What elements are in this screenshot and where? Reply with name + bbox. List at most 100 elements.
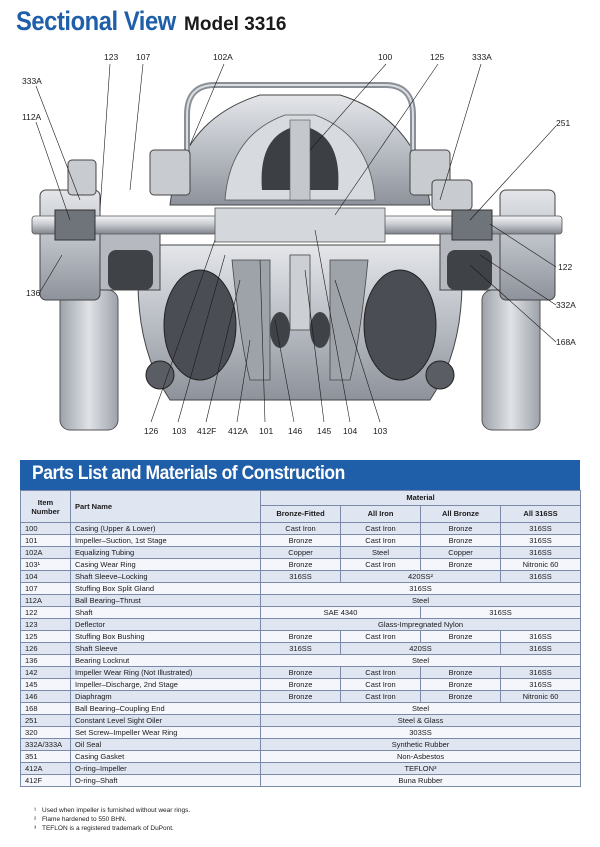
title-text: Sectional View xyxy=(16,6,176,36)
material-cell: Steel & Glass xyxy=(259,714,582,727)
material-cell: Cast Iron xyxy=(340,522,421,535)
callout-333a-top: 333A xyxy=(472,52,492,62)
part-name-cell: O-ring–Impeller xyxy=(70,762,261,775)
sectional-view-diagram: 123 107 102A 100 125 333A 333A 112A 251 … xyxy=(22,52,576,436)
callout-100: 100 xyxy=(378,52,392,62)
callout-102a: 102A xyxy=(213,52,233,62)
material-cell: Cast Iron xyxy=(340,630,421,643)
part-name-cell: Constant Level Sight Oiler xyxy=(70,714,261,727)
material-cell: SAE 4340 xyxy=(260,606,421,619)
item-number-cell: 168 xyxy=(20,702,71,715)
item-number-cell: 412F xyxy=(20,774,71,787)
part-name-cell: Shaft xyxy=(70,606,261,619)
callout-104: 104 xyxy=(343,426,357,436)
material-cell: 316SS xyxy=(419,606,582,619)
col-all-bronze: All Bronze xyxy=(420,505,501,523)
callout-112a: 112A xyxy=(22,112,42,122)
shaft xyxy=(31,207,563,243)
part-name-cell: Shaft Sleeve xyxy=(70,642,261,655)
material-cell: Cast Iron xyxy=(340,558,421,571)
part-name-cell: Impeller–Discharge, 2nd Stage xyxy=(70,678,261,691)
col-item-number: Item Number xyxy=(20,490,71,523)
part-name-cell: Shaft Sleeve–Locking xyxy=(70,570,261,583)
material-cell: Bronze xyxy=(420,690,501,703)
callout-168a: 168A xyxy=(556,337,576,347)
item-number-cell: 104 xyxy=(20,570,71,583)
material-cell: Bronze xyxy=(260,690,341,703)
material-cell: Glass-Impregnated Nylon xyxy=(259,618,582,631)
material-cell: Bronze xyxy=(420,678,501,691)
part-name-cell: Impeller Wear Ring (Not Illustrated) xyxy=(70,666,261,679)
material-cell: Steel xyxy=(259,654,582,667)
part-name-cell: Stuffing Box Bushing xyxy=(70,630,261,643)
item-number-cell: 102A xyxy=(20,546,71,559)
material-cell: Cast Iron xyxy=(260,522,341,535)
parts-table-head: Item Number Part Name Material Bronze-Fi… xyxy=(20,490,582,523)
callout-412a: 412A xyxy=(228,426,248,436)
material-cell: 316SS xyxy=(259,582,582,595)
material-cell: Cast Iron xyxy=(340,678,421,691)
part-name-cell: O-ring–Shaft xyxy=(70,774,261,787)
part-name-cell: Casing Gasket xyxy=(70,750,261,763)
material-cell: 316SS xyxy=(499,546,582,559)
item-number-cell: 320 xyxy=(20,726,71,739)
col-part-name: Part Name xyxy=(70,490,261,523)
material-cell: Synthetic Rubber xyxy=(259,738,582,751)
part-name-cell: Set Screw–Impeller Wear Ring xyxy=(70,726,261,739)
model-text: Model 3316 xyxy=(184,14,287,35)
material-cell: 316SS xyxy=(499,534,582,547)
item-number-cell: 146 xyxy=(20,690,71,703)
item-number-cell: 100 xyxy=(20,522,71,535)
col-all-316ss: All 316SS xyxy=(499,505,582,523)
lower-casing xyxy=(137,244,463,401)
parts-table: Item Number Part Name Material Bronze-Fi… xyxy=(20,490,582,787)
callout-145: 145 xyxy=(317,426,331,436)
callout-125: 125 xyxy=(430,52,444,62)
part-name-cell: Bearing Locknut xyxy=(70,654,261,667)
item-number-cell: 251 xyxy=(20,714,71,727)
material-cell: Bronze xyxy=(420,630,501,643)
col-all-iron: All Iron xyxy=(340,505,421,523)
item-number-cell: 103¹ xyxy=(20,558,71,571)
callout-251: 251 xyxy=(556,118,570,128)
parts-list-title: Parts List and Materials of Construction xyxy=(32,463,345,484)
item-number-cell: 332A/333A xyxy=(20,738,71,751)
material-cell: Bronze xyxy=(420,666,501,679)
material-cell: 316SS xyxy=(499,642,582,655)
material-cell: 316SS xyxy=(260,570,341,583)
page-title: Sectional View Model 3316 xyxy=(16,6,286,37)
callout-101: 101 xyxy=(259,426,273,436)
material-cell: Buna Rubber xyxy=(259,774,582,787)
material-cell: 420SS² xyxy=(340,570,501,583)
item-number-cell: 107 xyxy=(20,582,71,595)
part-name-cell: Diaphragm xyxy=(70,690,261,703)
material-cell: 316SS xyxy=(499,666,582,679)
callout-107: 107 xyxy=(136,52,150,62)
part-name-cell: Oil Seal xyxy=(70,738,261,751)
material-cell: Copper xyxy=(260,546,341,559)
material-cell: Bronze xyxy=(420,558,501,571)
item-number-cell: 145 xyxy=(20,678,71,691)
item-number-cell: 101 xyxy=(20,534,71,547)
item-number-cell: 112A xyxy=(20,594,71,607)
material-cell: 316SS xyxy=(260,642,341,655)
callout-412f: 412F xyxy=(197,426,216,436)
material-cell: Steel xyxy=(340,546,421,559)
material-cell: Bronze xyxy=(420,522,501,535)
callout-126: 126 xyxy=(144,426,158,436)
item-number-cell: 125 xyxy=(20,630,71,643)
